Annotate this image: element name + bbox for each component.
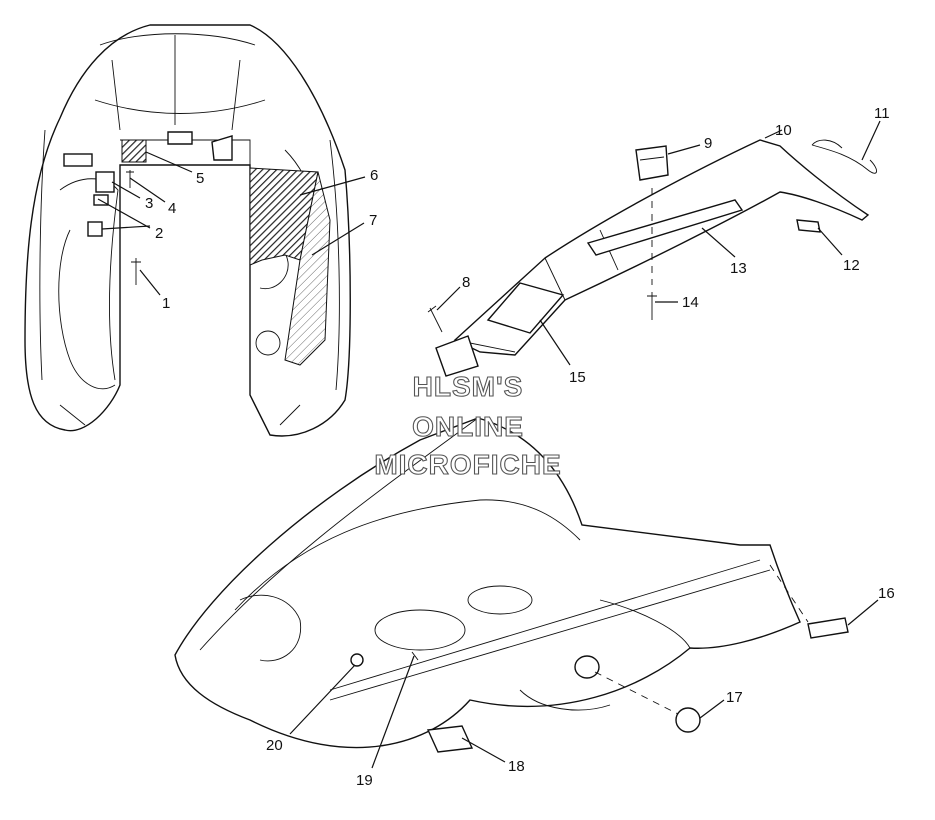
watermark-line-1: HLSM'S: [413, 371, 524, 402]
callout-20: 20: [266, 737, 283, 754]
callout-17: 17: [726, 689, 743, 706]
callout-4: 4: [168, 200, 176, 217]
callout-10: 10: [775, 122, 792, 139]
watermark-line-2: ONLINE: [412, 411, 524, 442]
callout-16: 16: [878, 585, 895, 602]
callout-13: 13: [730, 260, 747, 277]
callout-3: 3: [145, 195, 153, 212]
callout-7: 7: [369, 212, 377, 229]
hull-perspective-view: [174, 417, 849, 753]
leader-lines: [97, 120, 881, 769]
callout-1: 1: [162, 295, 170, 312]
callout-11: 11: [874, 105, 890, 122]
watermark-line-3: MICROFICHE: [374, 449, 561, 480]
callout-14: 14: [682, 294, 699, 311]
hull-top-view: [24, 24, 351, 437]
seat-panel-assembly: [427, 139, 877, 377]
callout-9: 9: [704, 135, 712, 152]
callout-19: 19: [356, 772, 373, 789]
callout-18: 18: [508, 758, 525, 775]
seat-pad-light: [284, 171, 331, 366]
watermark: HLSM'S ONLINE MICROFICHE: [374, 370, 561, 480]
callout-12: 12: [843, 257, 860, 274]
callout-15: 15: [569, 369, 586, 386]
callout-numbers: 1 2 3 4 5 6 7 8 9 10 11 12 13 14 15 16 1…: [145, 105, 895, 789]
callout-2: 2: [155, 225, 163, 242]
callout-6: 6: [370, 167, 378, 184]
callout-8: 8: [462, 274, 470, 291]
callout-5: 5: [196, 170, 204, 187]
